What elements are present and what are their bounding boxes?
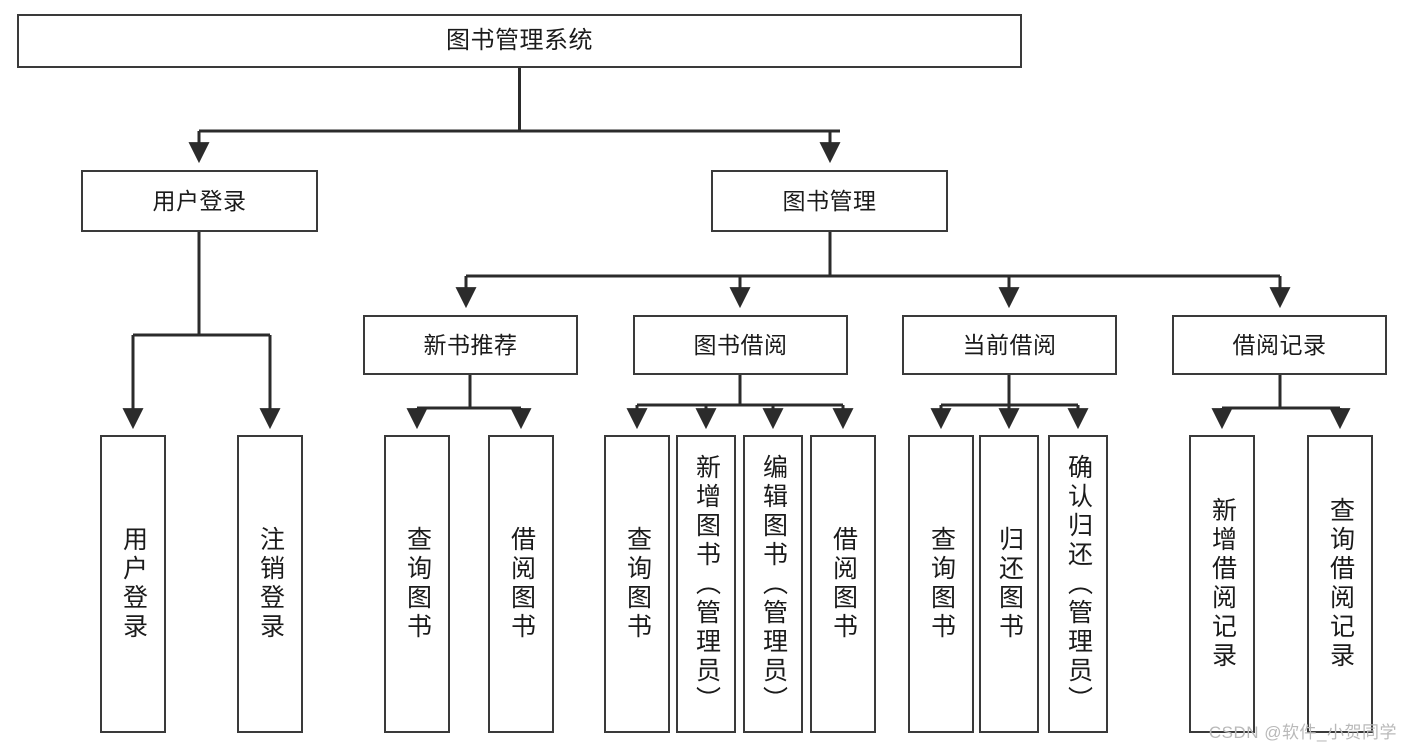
leaf-edit-book-admin[interactable]: 编辑图书（管理员）: [743, 435, 803, 733]
node-label: 查询图书: [623, 526, 652, 642]
node-label: 新书推荐: [423, 331, 518, 358]
node-label: 当前借阅: [962, 331, 1057, 358]
node-label: 查询图书: [403, 526, 432, 642]
node-label: 确认归还（管理员）: [1064, 453, 1093, 715]
leaf-logout[interactable]: 注销登录: [237, 435, 303, 733]
node-label: 用户登录: [152, 187, 247, 214]
node-book-management[interactable]: 图书管理: [711, 170, 948, 232]
node-label: 新增借阅记录: [1208, 497, 1237, 671]
leaf-add-borrowing-record[interactable]: 新增借阅记录: [1189, 435, 1255, 733]
node-label: 借阅记录: [1232, 331, 1327, 358]
node-label: 图书管理: [782, 187, 877, 214]
csdn-watermark: CSDN @软件_小贺同学: [1208, 723, 1397, 742]
node-label: 借阅图书: [507, 526, 536, 642]
node-label: 图书管理系统: [446, 27, 593, 55]
node-label: 新增图书（管理员）: [692, 453, 721, 715]
leaf-return-book[interactable]: 归还图书: [979, 435, 1039, 733]
node-label: 注销登录: [256, 526, 285, 642]
leaf-query-book-under-new-book-recommendation[interactable]: 查询图书: [384, 435, 450, 733]
node-root-book-management-system[interactable]: 图书管理系统: [17, 14, 1022, 68]
node-label: 编辑图书（管理员）: [759, 453, 788, 715]
node-book-borrowing[interactable]: 图书借阅: [633, 315, 848, 375]
leaf-borrow-book-under-book-borrowing[interactable]: 借阅图书: [810, 435, 876, 733]
node-label: 用户登录: [119, 526, 148, 642]
node-new-book-recommendation[interactable]: 新书推荐: [363, 315, 578, 375]
node-borrowing-records[interactable]: 借阅记录: [1172, 315, 1387, 375]
leaf-borrow-book-under-new-book-recommendation[interactable]: 借阅图书: [488, 435, 554, 733]
node-label: 归还图书: [995, 526, 1024, 642]
leaf-query-book-under-book-borrowing[interactable]: 查询图书: [604, 435, 670, 733]
leaf-query-borrowing-record[interactable]: 查询借阅记录: [1307, 435, 1373, 733]
node-current-borrowing[interactable]: 当前借阅: [902, 315, 1117, 375]
leaf-query-book-under-current-borrowing[interactable]: 查询图书: [908, 435, 974, 733]
node-user-login[interactable]: 用户登录: [81, 170, 318, 232]
node-label: 借阅图书: [829, 526, 858, 642]
node-label: 查询图书: [927, 526, 956, 642]
leaf-confirm-return-admin[interactable]: 确认归还（管理员）: [1048, 435, 1108, 733]
leaf-add-book-admin[interactable]: 新增图书（管理员）: [676, 435, 736, 733]
node-label: 查询借阅记录: [1326, 497, 1355, 671]
leaf-user-login[interactable]: 用户登录: [100, 435, 166, 733]
node-label: 图书借阅: [693, 331, 788, 358]
